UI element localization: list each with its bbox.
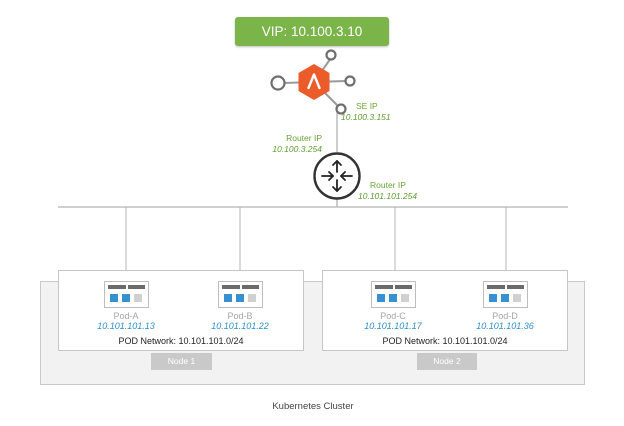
pod-b-name: Pod-B: [227, 311, 253, 321]
pod-a-ip: 10.101.101.13: [97, 321, 155, 331]
router-ip-upper-value: 10.100.3.254: [272, 144, 322, 154]
node-2-tag: Node 2: [417, 353, 477, 370]
pod-b-icon: [218, 281, 263, 308]
pod-d-icon: [483, 281, 528, 308]
se-ip-label: SE IP: [356, 101, 378, 111]
pod-c-ip: 10.101.101.17: [364, 321, 422, 331]
kubernetes-cluster-label: Kubernetes Cluster: [272, 401, 354, 412]
router-ip-lower-value: 10.101.101.254: [358, 191, 418, 201]
pod-b-ip: 10.101.101.22: [211, 321, 269, 331]
router-ip-upper-label: Router IP: [286, 133, 322, 143]
pod-a-name: Pod-A: [113, 311, 139, 321]
router-ip-lower-label: Router IP: [370, 180, 406, 190]
se-ip-value: 10.100.3.151: [341, 112, 391, 122]
router-icon: [313, 152, 361, 200]
node-1-tag: Node 1: [151, 353, 212, 370]
node-1: [58, 270, 304, 351]
pod-d-ip: 10.101.101.36: [476, 321, 534, 331]
pod-network-node-2: POD Network: 10.101.101.0/24: [382, 336, 508, 346]
avi-logo-icon: [270, 49, 356, 115]
pod-a-icon: [104, 281, 149, 308]
pod-c-icon: [371, 281, 416, 308]
vip-badge: VIP: 10.100.3.10: [235, 17, 389, 46]
pod-network-node-1: POD Network: 10.101.101.0/24: [118, 336, 244, 346]
pod-d-name: Pod-D: [492, 311, 518, 321]
pod-c-name: Pod-C: [380, 311, 406, 321]
